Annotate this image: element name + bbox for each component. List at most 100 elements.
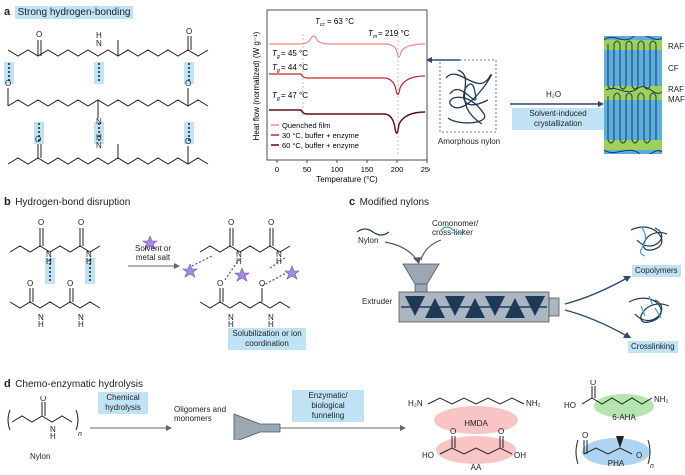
tg2-sub: g (277, 68, 280, 74)
svg-text:H: H (38, 320, 44, 329)
aha-ho: HO (564, 401, 576, 410)
pha-label: PHA (608, 459, 625, 468)
panel-b-title: Hydrogen-bond disruption (15, 197, 131, 208)
panel-d-nylon-label: Nylon (30, 452, 51, 461)
curve-60c (269, 109, 426, 134)
xtick-3: 150 (361, 165, 374, 174)
chemical-hydrolysis-box: Chemical hydrolysis (98, 392, 148, 414)
tg3-sub: g (277, 96, 280, 102)
amorphous-nylon-label: Amorphous nylon (437, 137, 501, 146)
svg-text:N: N (46, 250, 52, 259)
tg3-symbol: T (272, 91, 278, 100)
svg-text:O: O (186, 27, 192, 36)
panel-d-nylon-structure: O N H n (7, 396, 82, 441)
curve-quenched (269, 35, 426, 58)
panel-d-header: d Chemo-enzymatic hydrolysis (4, 374, 143, 392)
tg3-value: = 47 °C (281, 91, 308, 100)
xtick-5: 250 (421, 165, 430, 174)
svg-text:O: O (36, 30, 42, 39)
panel-d-arrows (90, 413, 406, 440)
aha-nh2: NH₂ (654, 395, 669, 404)
panel-b-letter: b (4, 196, 11, 208)
svg-text:O: O (185, 79, 191, 88)
copolymers-box: Copolymers (632, 265, 681, 277)
enzymatic-funneling-box: Enzymatic/ biological funneling (292, 390, 364, 422)
oligomers-label: Oligomers and monomers (174, 405, 227, 423)
aa-oh: OH (514, 451, 526, 460)
xtick-1: 50 (303, 165, 311, 174)
water-label: H₂O (546, 90, 562, 99)
nylon-repeat-n: n (78, 431, 82, 438)
tg2-symbol: T (272, 63, 278, 72)
svg-text:O: O (78, 218, 84, 227)
tm-value: = 219 °C (378, 29, 410, 38)
tm-symbol: T (368, 29, 374, 38)
tm-sub: m (373, 34, 377, 40)
panel-a-header: a Strong hydrogen-bonding (4, 2, 134, 20)
aa-label: AA (471, 463, 482, 472)
panel-c-letter: c (349, 196, 356, 208)
svg-text:H: H (276, 257, 282, 266)
tcc-value: = 63 °C (327, 17, 354, 26)
svg-text:H: H (78, 320, 84, 329)
panel-d-title: Chemo-enzymatic hydrolysis (15, 379, 144, 390)
xtick-4: 200 (391, 165, 404, 174)
svg-text:H: H (86, 257, 92, 266)
tg2-value: = 44 °C (281, 63, 308, 72)
panel-a-title: Strong hydrogen-bonding (14, 6, 134, 19)
panel-c-header: c Modified nylons (349, 192, 429, 210)
panel-b-header: b Hydrogen-bond disruption (4, 192, 130, 210)
svg-text:O: O (450, 427, 456, 436)
pha-structure: O O n PHA (575, 431, 654, 470)
panel-c-extruder-graphic (356, 225, 670, 338)
panel-b-result-box: Solubilization or ion coordination (228, 328, 306, 350)
svg-text:O: O (268, 218, 274, 227)
svg-text:H: H (50, 432, 56, 441)
legend-entry-2: 60 °C, buffer + enzyme (282, 141, 359, 150)
svg-text:O: O (185, 137, 191, 146)
panel-c-title: Modified nylons (359, 197, 430, 208)
panel-c-comonomer-label: Comonomer/ cross-linker (432, 219, 479, 237)
crystal-label-maf: MAF (668, 95, 685, 104)
svg-text:O: O (38, 218, 44, 227)
hmda-aa-structures: H₂N NH₂ HMDA O O HO OH AA (408, 397, 541, 472)
panel-c-extruder-label: Extruder (362, 297, 393, 306)
curve-30c (269, 73, 426, 96)
hmda-nh2: NH₂ (526, 399, 541, 408)
svg-text:O: O (40, 396, 46, 403)
hmda-label: HMDA (464, 419, 488, 428)
svg-text:N: N (96, 117, 102, 126)
hmda-h2n: H₂N (408, 399, 423, 408)
xtick-2: 100 (331, 165, 344, 174)
svg-text:N: N (228, 313, 234, 322)
panel-a-arrows (426, 57, 604, 107)
amorphous-nylon-graphic (439, 59, 497, 133)
aa-ho: HO (422, 451, 434, 460)
x-axis-label: Temperature (°C) (316, 175, 378, 184)
panel-b-reagent: Solvent or metal salt (134, 244, 172, 262)
svg-text:O: O (217, 279, 223, 288)
aha-structure: O HO NH₂ 6-AHA (564, 380, 669, 422)
crystal-label-cf: CF (668, 64, 679, 73)
crosslinking-box: Crosslinking (628, 341, 678, 353)
svg-text:N: N (86, 250, 92, 259)
sic-box: Solvent-induced crystallization (512, 108, 604, 130)
svg-text:O: O (27, 279, 33, 288)
panel-c-nylon-label: Nylon (358, 236, 379, 245)
svg-text:O: O (5, 79, 11, 88)
svg-text:O: O (67, 279, 73, 288)
crystal-structure-graphic (604, 36, 663, 154)
legend-entry-1: 30 °C, buffer + enzyme (282, 131, 359, 140)
panel-a-letter: a (4, 6, 11, 18)
pha-o-carbonyl: O (582, 431, 588, 440)
svg-text:O: O (259, 279, 265, 288)
xtick-0: 0 (275, 165, 279, 174)
pha-repeat-n: n (650, 463, 654, 470)
aha-o: O (590, 380, 596, 387)
tg1-sub: g (277, 54, 280, 60)
svg-text:N: N (96, 39, 102, 48)
pha-o-ester: O (636, 451, 642, 460)
svg-text:H: H (96, 133, 102, 142)
